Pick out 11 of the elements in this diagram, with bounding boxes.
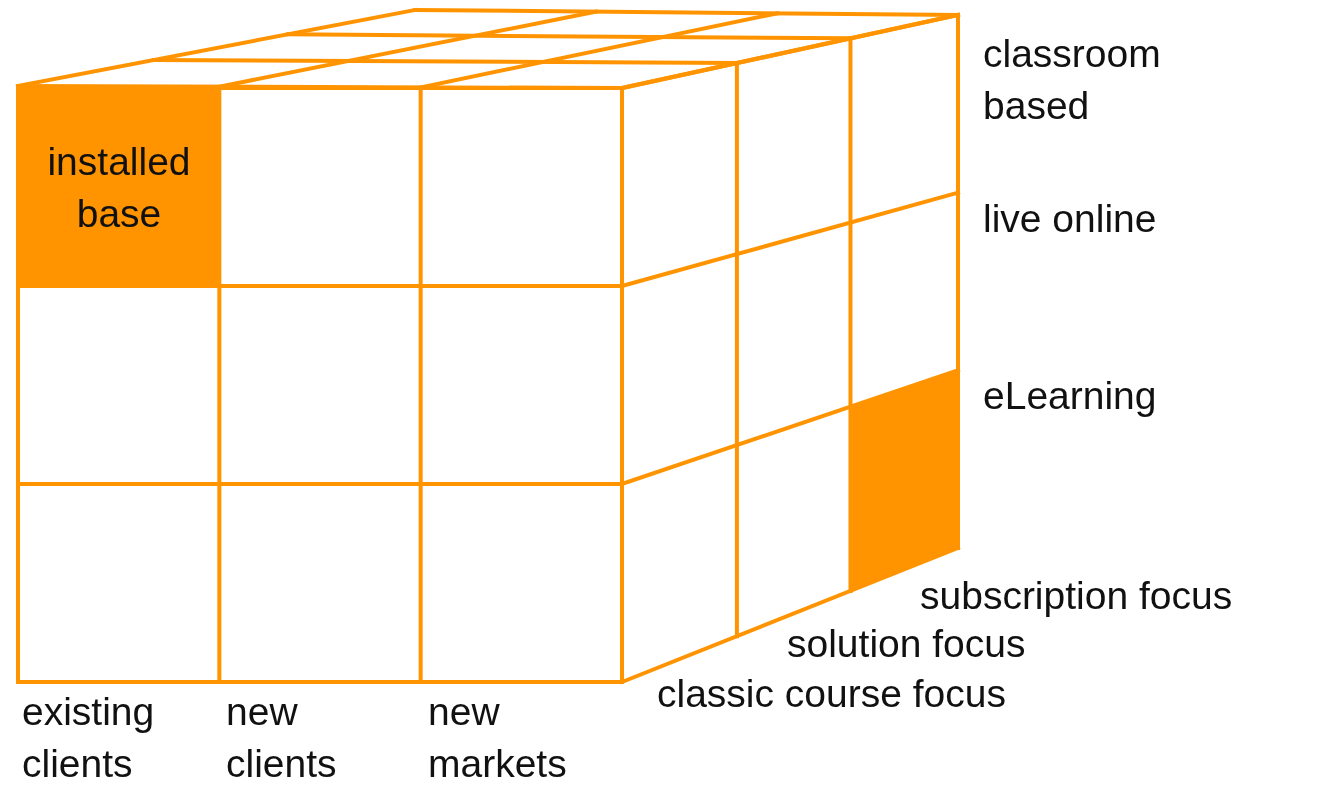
highlighted-cell <box>18 88 220 287</box>
column-label: existing clients <box>22 689 156 787</box>
depth-label: solution focus <box>787 621 1027 667</box>
depth-label: classic course focus <box>657 671 1007 717</box>
cell-label: installed base <box>46 138 192 237</box>
column-label: new clients <box>226 689 338 787</box>
column-label: new markets <box>428 689 568 787</box>
row-label: eLearning <box>983 373 1158 419</box>
row-label: classroom based <box>983 31 1162 129</box>
row-label: live online <box>983 196 1158 242</box>
depth-label: subscription focus <box>920 573 1234 619</box>
